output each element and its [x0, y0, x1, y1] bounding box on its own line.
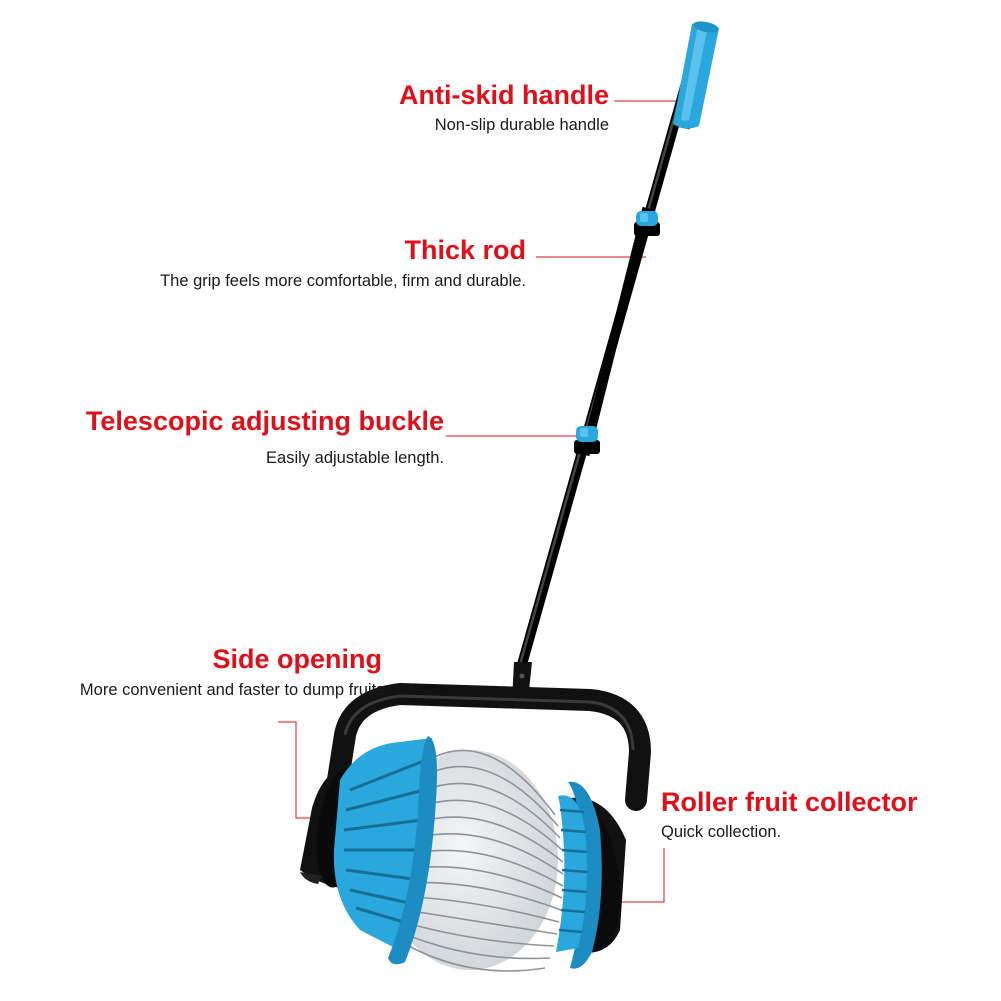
callout-text-thick-rod: The grip feels more comfortable, firm an… [160, 272, 526, 290]
callout-text-side-opening: More convenient and faster to dump fruit… [79, 681, 389, 699]
anti-skid-grip [673, 21, 719, 129]
callout-title-thick-rod: Thick rod [404, 235, 526, 265]
leader-line-side-opening [278, 721, 322, 819]
callout-title-anti-skid-handle: Anti-skid handle [398, 80, 609, 110]
callout-title-telescopic-buckle: Telescopic adjusting buckle [85, 406, 444, 436]
callout-title-side-opening: Side opening [212, 644, 382, 674]
callout-text-anti-skid-handle: Non-slip durable handle [434, 116, 609, 134]
callout-title-roller-fruit-collector: Roller fruit collector [661, 787, 918, 817]
leader-lines [278, 100, 684, 903]
right-blue-ring [556, 781, 602, 969]
callout-text-roller-fruit-collector: Quick collection. [661, 823, 782, 841]
left-blue-ring [333, 736, 437, 965]
rod-buckle-upper [634, 211, 660, 236]
u-frame [327, 683, 651, 811]
callout-text-telescopic-buckle: Easily adjustable length. [266, 449, 444, 467]
rod-buckle-lower [574, 426, 600, 454]
